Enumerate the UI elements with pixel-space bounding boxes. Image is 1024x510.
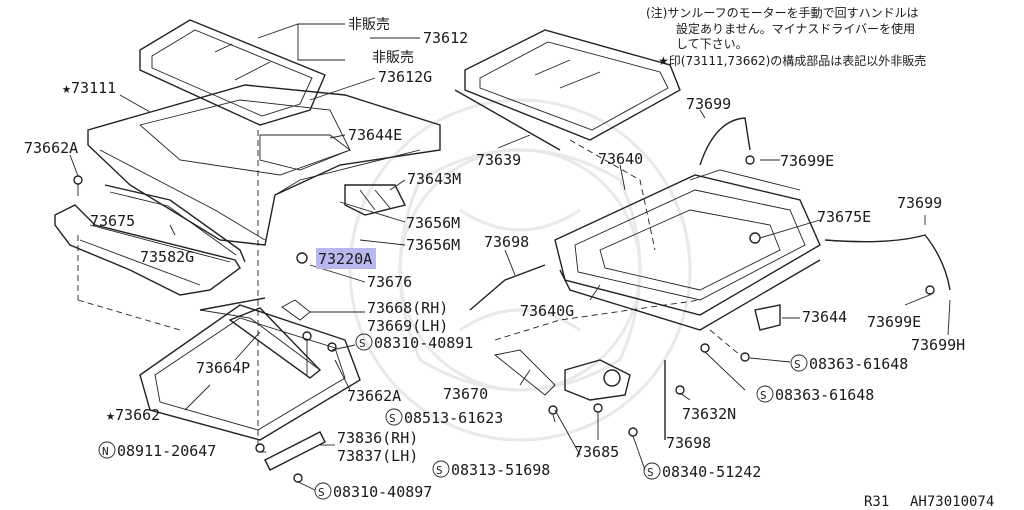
callout-08363-61648-a-group[interactable]: S 08363-61648 [790, 354, 908, 373]
callout-73675e[interactable]: 73675E [817, 208, 871, 226]
callout-labels: 非販売 非販売 73612 73612G ★73111 73644E 73662… [24, 17, 965, 501]
callout-08310-40897-group[interactable]: S 08310-40897 [314, 482, 432, 501]
callout-08340-51242[interactable]: 08340-51242 [662, 463, 761, 481]
callout-73640[interactable]: 73640 [598, 150, 643, 168]
callout-73643m[interactable]: 73643M [407, 170, 461, 188]
note-block: (注)サンルーフのモーターを手動で回すハンドルは 設定ありません。マイナスドライ… [646, 5, 926, 68]
callout-08911-20647[interactable]: 08911-20647 [117, 442, 216, 460]
callout-08363-61648-b-group[interactable]: S 08363-61648 [756, 385, 874, 404]
callout-73111[interactable]: ★73111 [62, 79, 116, 97]
s-mark: S [760, 389, 767, 402]
s-mark: S [389, 412, 396, 425]
note-line-4: ★印(73111,73662)の構成部品は表記以外非販売 [658, 53, 926, 68]
callout-73644[interactable]: 73644 [802, 308, 847, 326]
s-mark: S [436, 464, 443, 477]
note-line-2: 設定ありません。マイナスドライバーを使用 [676, 21, 915, 36]
callout-not-for-sale-2: 非販売 [372, 50, 414, 66]
callout-73582g[interactable]: 73582G [140, 248, 194, 266]
guide-rails-73664p [199, 297, 322, 379]
callout-08513-61623-group[interactable]: S 08513-61623 [385, 408, 503, 427]
callout-73656m-2[interactable]: 73656M [406, 236, 460, 254]
callout-73685[interactable]: 73685 [574, 443, 619, 461]
callout-08513-61623[interactable]: 08513-61623 [404, 409, 503, 427]
callout-73612[interactable]: 73612 [423, 29, 468, 47]
callout-08310-40897[interactable]: 08310-40897 [333, 483, 432, 501]
note-line-3: して下さい。 [676, 37, 748, 51]
callout-73644e[interactable]: 73644E [348, 126, 402, 144]
s-mark: S [647, 466, 654, 479]
s-mark: S [318, 486, 325, 499]
callout-73662a-bottom[interactable]: 73662A [347, 387, 401, 405]
callout-73675[interactable]: 73675 [90, 212, 135, 230]
callout-73662[interactable]: ★73662 [106, 406, 160, 424]
callout-73699-right[interactable]: 73699 [897, 194, 942, 212]
motor-73670 [493, 349, 631, 401]
callout-73699e-right[interactable]: 73699E [867, 313, 921, 331]
page-code: R31 [864, 494, 889, 510]
note-line-1: (注)サンルーフのモーターを手動で回すハンドルは [646, 5, 919, 20]
callout-73670[interactable]: 73670 [443, 385, 488, 403]
callout-08340-51242-group[interactable]: S 08340-51242 [643, 462, 761, 481]
callout-08911-20647-group[interactable]: N 08911-20647 [98, 441, 216, 460]
callout-08310-40891[interactable]: 08310-40891 [374, 334, 473, 352]
callout-73698-bottom[interactable]: 73698 [666, 434, 711, 452]
callout-08313-51698-group[interactable]: S 08313-51698 [432, 460, 550, 479]
callout-73220a[interactable]: 73220A [318, 250, 372, 268]
callout-73640g[interactable]: 73640G [520, 302, 574, 320]
footer: R31 AH73010074 [864, 494, 994, 510]
callout-73836rh[interactable]: 73836(RH) [337, 429, 418, 447]
small-hardware-right [548, 155, 935, 437]
callout-73656m-1[interactable]: 73656M [406, 214, 460, 232]
s-mark: S [794, 358, 801, 371]
callout-73698-top[interactable]: 73698 [484, 233, 529, 251]
callout-73699h[interactable]: 73699H [911, 336, 965, 354]
frame-assembly-73640 [554, 169, 821, 331]
callout-73668rh[interactable]: 73668(RH) [367, 299, 448, 317]
bracket-73836 [264, 431, 326, 471]
leader-lines [69, 23, 951, 491]
callout-73662a-left[interactable]: 73662A [24, 139, 78, 157]
drain-hoses [469, 117, 951, 440]
callout-73676[interactable]: 73676 [367, 273, 412, 291]
callout-73699-top[interactable]: 73699 [686, 95, 731, 113]
callout-73699e-top[interactable]: 73699E [780, 152, 834, 170]
reference-lines-right [494, 139, 741, 356]
callout-not-for-sale-1: 非販売 [348, 17, 390, 33]
seal-73582g [104, 184, 246, 263]
reference-lines-left [77, 130, 259, 450]
callout-73612g[interactable]: 73612G [378, 68, 432, 86]
deflector-73675 [54, 204, 241, 296]
callout-08363-61648-a[interactable]: 08363-61648 [809, 355, 908, 373]
sunroof-glass-73612 [139, 19, 326, 126]
frame-73662 [139, 304, 361, 441]
n-mark: N [102, 445, 109, 458]
callout-73664p[interactable]: 73664P [196, 359, 250, 377]
callout-08310-40891-group[interactable]: S 08310-40891 [355, 333, 473, 352]
callout-73639[interactable]: 73639 [476, 151, 521, 169]
callout-08313-51698[interactable]: 08313-51698 [451, 461, 550, 479]
callout-73632n[interactable]: 73632N [682, 405, 736, 423]
watermark-emblem [348, 98, 692, 442]
callout-73220a-highlighted[interactable]: 73220A [316, 248, 376, 269]
sunshade-73639 [454, 29, 681, 151]
bracket-73644 [754, 304, 781, 331]
callout-73837lh[interactable]: 73837(LH) [337, 447, 418, 465]
s-mark: S [359, 337, 366, 350]
callout-73669lh[interactable]: 73669(LH) [367, 317, 448, 335]
callout-08363-61648-b[interactable]: 08363-61648 [775, 386, 874, 404]
reference-code: AH73010074 [910, 494, 994, 510]
rail-73643m [344, 184, 407, 216]
